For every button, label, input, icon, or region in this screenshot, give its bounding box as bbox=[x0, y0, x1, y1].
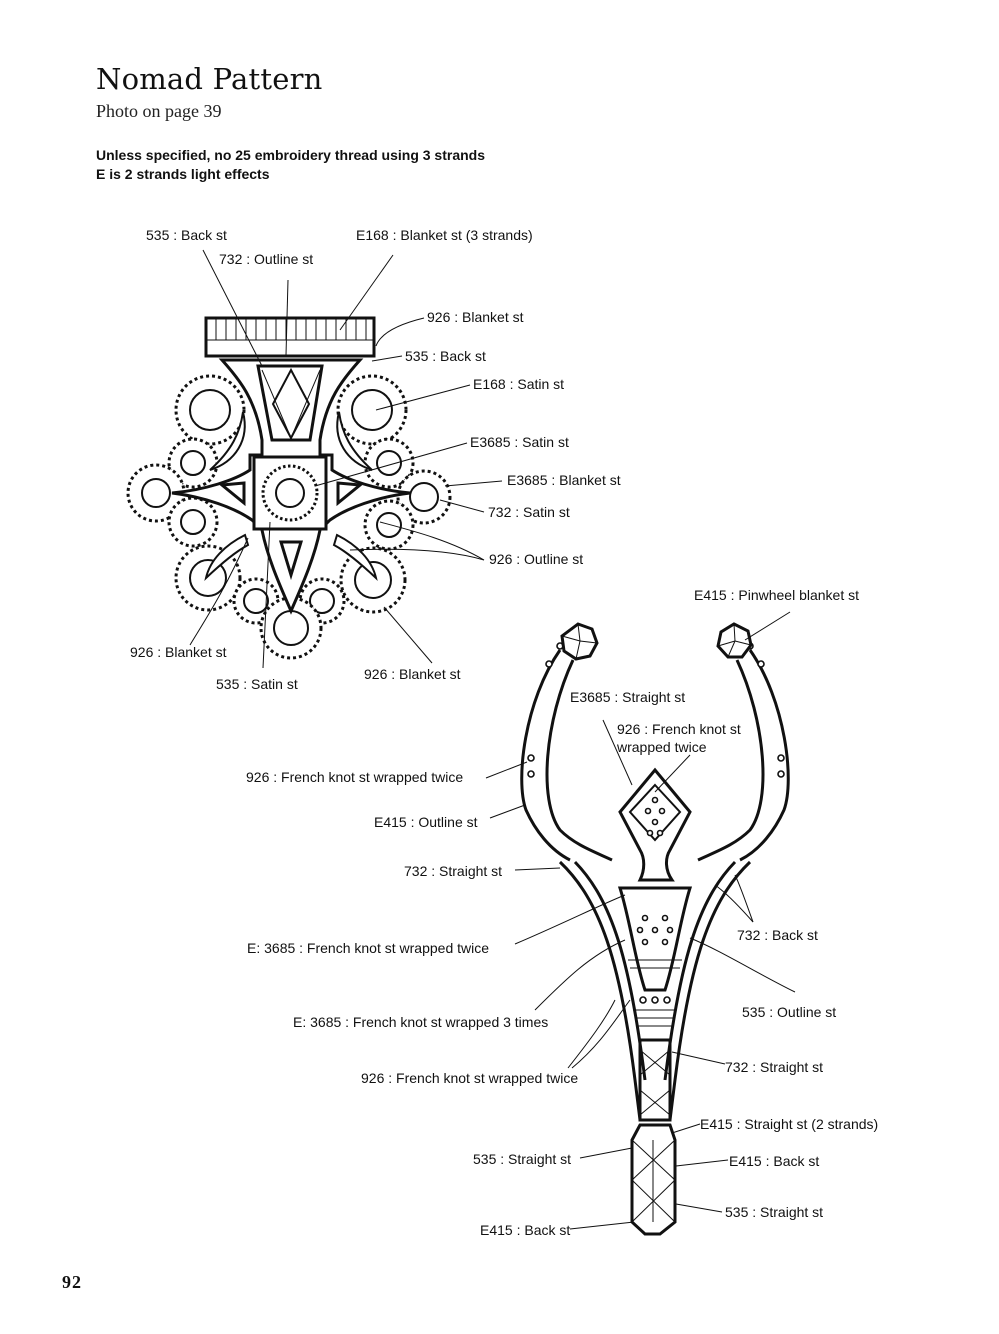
label-pendant-732-outline: 732 : Outline st bbox=[219, 251, 313, 267]
pendant-motif bbox=[126, 316, 452, 660]
label-fork-732-straight: 732 : Straight st bbox=[404, 863, 502, 879]
fork-label-group: E415 : Pinwheel blanket st E3685 : Strai… bbox=[246, 587, 878, 1238]
label-fork-e415-back-2: E415 : Back st bbox=[480, 1222, 570, 1238]
label-fork-732-back: 732 : Back st bbox=[737, 927, 818, 943]
label-fork-e415-straight-2-strands: E415 : Straight st (2 strands) bbox=[700, 1116, 878, 1132]
label-fork-e3685-french-twice: E: 3685 : French knot st wrapped twice bbox=[247, 940, 489, 956]
label-fork-e3685-straight: E3685 : Straight st bbox=[570, 689, 685, 705]
label-fork-e415-outline: E415 : Outline st bbox=[374, 814, 478, 830]
label-pendant-926-blanket-3: 926 : Blanket st bbox=[364, 666, 461, 682]
label-pendant-732-satin: 732 : Satin st bbox=[488, 504, 570, 520]
label-pendant-535-satin: 535 : Satin st bbox=[216, 676, 298, 692]
label-fork-926-french-knot-twice-2: 926 : French knot st wrapped twice bbox=[361, 1070, 578, 1086]
pendant-rosettes bbox=[126, 374, 452, 660]
fork-leaders bbox=[485, 611, 796, 1230]
page-subtitle: Photo on page 39 bbox=[96, 101, 222, 121]
pendant-top-band bbox=[204, 316, 376, 358]
fork-motif bbox=[520, 622, 790, 1236]
pendant-leaders bbox=[189, 249, 503, 669]
label-fork-535-outline: 535 : Outline st bbox=[742, 1004, 836, 1020]
page-number: 92 bbox=[62, 1272, 82, 1292]
label-pendant-926-blanket-2: 926 : Blanket st bbox=[130, 644, 227, 660]
label-pendant-e3685-satin: E3685 : Satin st bbox=[470, 434, 569, 450]
label-fork-e415-back: E415 : Back st bbox=[729, 1153, 819, 1169]
label-fork-e415-pinwheel: E415 : Pinwheel blanket st bbox=[694, 587, 859, 603]
label-pendant-926-outline: 926 : Outline st bbox=[489, 551, 583, 567]
label-pendant-e3685-blanket: E3685 : Blanket st bbox=[507, 472, 621, 488]
thread-note-2: E is 2 strands light effects bbox=[96, 166, 270, 182]
label-pendant-e168-blanket: E168 : Blanket st (3 strands) bbox=[356, 227, 533, 243]
label-pendant-926-blanket: 926 : Blanket st bbox=[427, 309, 524, 325]
label-fork-926-french-knot-twice: 926 : French knot st wrapped twice bbox=[246, 769, 463, 785]
label-fork-e3685-french-3-times: E: 3685 : French knot st wrapped 3 times bbox=[293, 1014, 548, 1030]
label-fork-535-straight-2: 535 : Straight st bbox=[725, 1204, 823, 1220]
thread-note-1: Unless specified, no 25 embroidery threa… bbox=[96, 147, 486, 163]
page-title: Nomad Pattern bbox=[96, 62, 323, 96]
label-pendant-e168-satin: E168 : Satin st bbox=[473, 376, 564, 392]
label-fork-535-straight: 535 : Straight st bbox=[473, 1151, 571, 1167]
label-pendant-535-back-2: 535 : Back st bbox=[405, 348, 486, 364]
label-pendant-535-back: 535 : Back st bbox=[146, 227, 227, 243]
label-fork-926-french-knot-line1: 926 : French knot st bbox=[617, 721, 741, 737]
pendant-label-group: 535 : Back st 732 : Outline st E168 : Bl… bbox=[130, 227, 621, 692]
label-fork-732-straight-2: 732 : Straight st bbox=[725, 1059, 823, 1075]
label-fork-926-french-knot-line2: wrapped twice bbox=[616, 739, 707, 755]
